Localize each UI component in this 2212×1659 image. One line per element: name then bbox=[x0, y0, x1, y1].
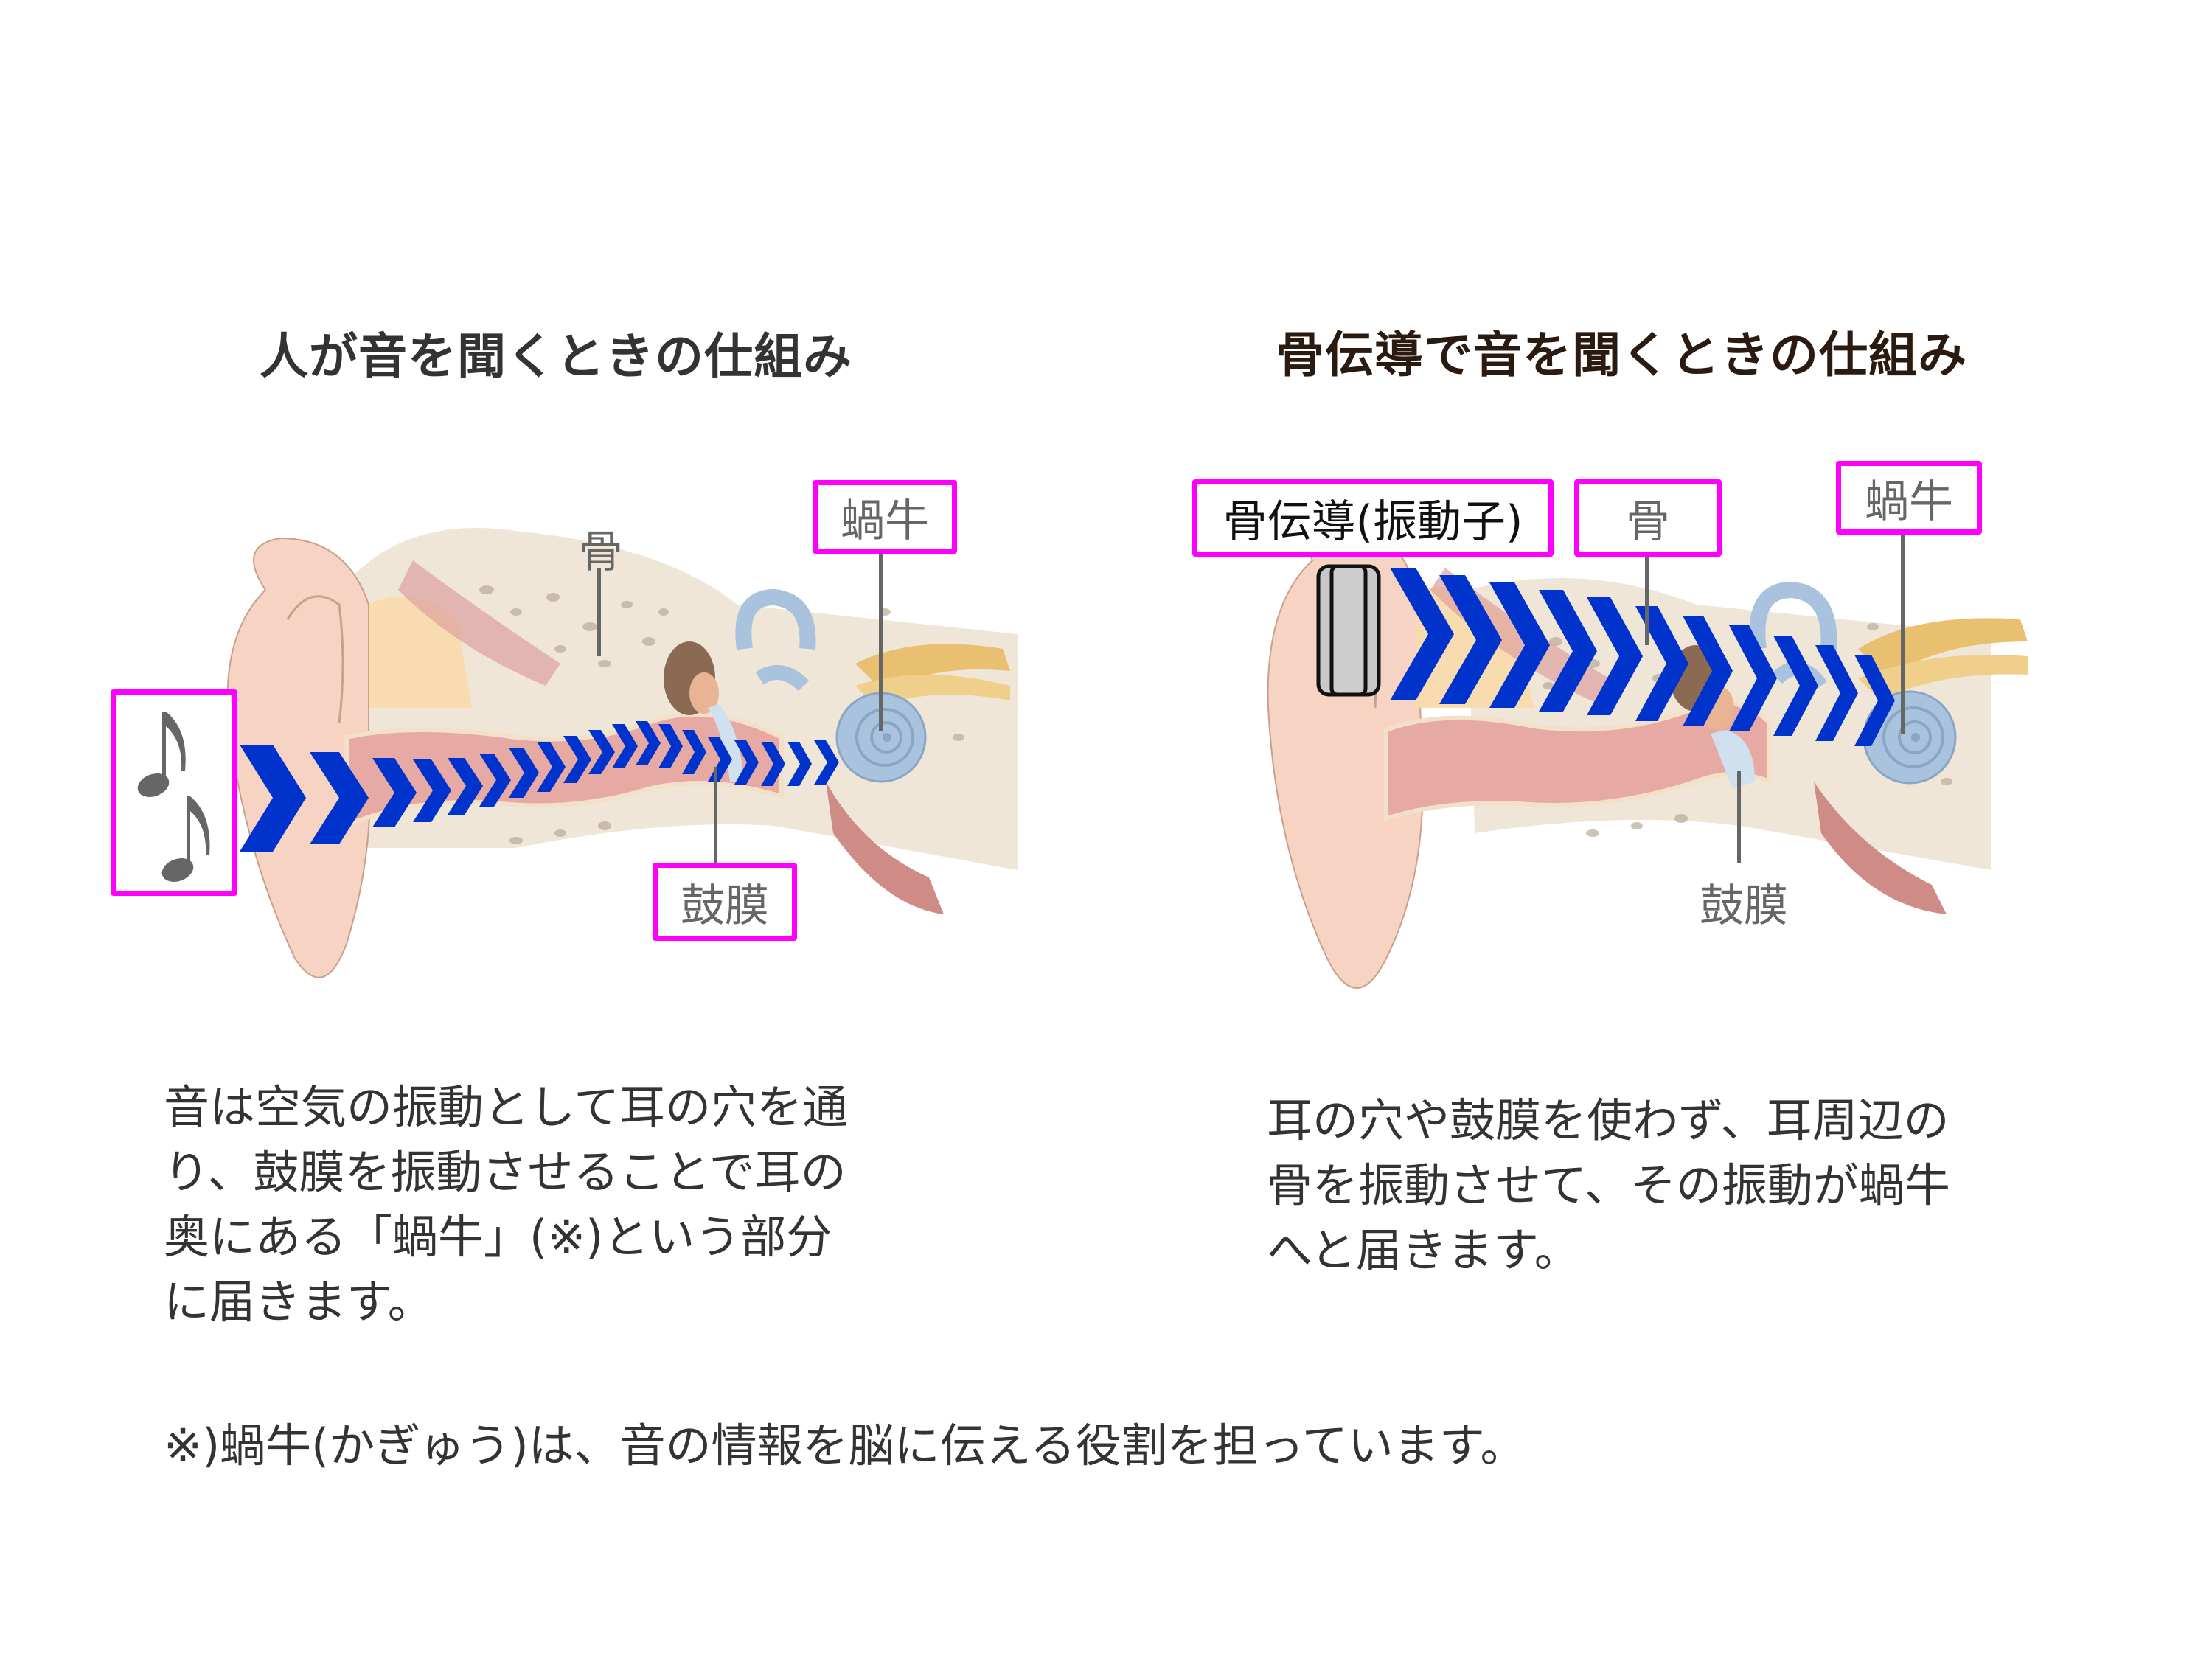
footnote: ※)蝸牛(かぎゅう)は、音の情報を脳に伝える役割を担っています。 bbox=[164, 1419, 1526, 1472]
chevron-right-icon bbox=[658, 724, 683, 768]
chevron-right-icon bbox=[1683, 616, 1733, 726]
left-panel-title: 人が音を聞くときの仕組み bbox=[260, 328, 852, 385]
left-cochlea-label: 蝸牛 bbox=[813, 480, 957, 554]
chevron-right-icon bbox=[1390, 568, 1454, 700]
left-bone-label: 骨 bbox=[579, 526, 623, 578]
right-cochlea-label: 蝸牛 bbox=[1836, 461, 1982, 535]
chevron-right-icon bbox=[1539, 590, 1597, 712]
chevron-right-icon bbox=[636, 721, 661, 765]
right-description: 耳の穴や鼓膜を使わず、耳周辺の 骨を振動させて、その振動が蝸牛 へと届きます。 bbox=[1267, 1093, 1950, 1277]
left-eardrum-leader-line bbox=[714, 767, 717, 863]
chevron-right-icon bbox=[588, 730, 615, 774]
chevron-right-icon bbox=[1489, 582, 1550, 708]
chevron-right-icon bbox=[1587, 597, 1643, 715]
music-note-icon bbox=[137, 712, 210, 882]
left-description: 音は空気の振動として耳の穴を通 り、鼓膜を振動させることで耳の 奥にある「蝸牛」… bbox=[164, 1080, 849, 1329]
chevron-right-icon bbox=[734, 740, 759, 785]
chevron-right-icon bbox=[240, 745, 306, 852]
right-eardrum-label: 鼓膜 bbox=[1700, 880, 1788, 932]
chevron-right-icon bbox=[814, 740, 839, 785]
chevron-right-icon bbox=[682, 730, 706, 774]
chevron-right-icon bbox=[1773, 636, 1818, 736]
ear-anatomy-illustration-bone bbox=[1267, 529, 2028, 989]
sound-wave-arrows bbox=[240, 721, 839, 852]
chevron-right-icon bbox=[1635, 606, 1688, 721]
chevron-right-icon bbox=[708, 737, 732, 782]
chevron-right-icon bbox=[413, 759, 451, 822]
left-eardrum-label: 鼓膜 bbox=[653, 863, 797, 941]
chevron-right-icon bbox=[1815, 645, 1858, 741]
right-cochlea-leader-line bbox=[1901, 535, 1905, 734]
right-eardrum-leader-line bbox=[1737, 771, 1741, 863]
chevron-right-icon bbox=[1854, 655, 1895, 746]
chevron-right-icon bbox=[372, 758, 417, 827]
chevron-right-icon bbox=[761, 742, 785, 786]
chevron-right-icon bbox=[509, 748, 539, 798]
bone-conduction-transducer-icon bbox=[1316, 564, 1381, 697]
sound-source-box: ♪♪ bbox=[111, 689, 237, 896]
left-cochlea-leader-line bbox=[879, 554, 883, 731]
chevron-right-icon bbox=[1439, 575, 1502, 704]
left-bone-leader-line bbox=[597, 568, 601, 656]
chevron-right-icon bbox=[310, 752, 369, 844]
right-bone-label: 骨 bbox=[1574, 479, 1722, 557]
right-panel-title: 骨伝導で音を聞くときの仕組み bbox=[1276, 327, 1967, 383]
bone-conduction-diagram: 骨伝導(振動子) 骨 蝸牛 鼓膜 bbox=[1192, 461, 2028, 989]
chevron-right-icon bbox=[1729, 625, 1777, 731]
chevron-right-icon bbox=[563, 736, 591, 783]
chevron-right-icon bbox=[448, 758, 483, 815]
right-bone-leader-line bbox=[1645, 557, 1649, 645]
chevron-right-icon bbox=[787, 742, 812, 786]
chevron-right-icon bbox=[537, 742, 566, 792]
chevron-right-icon bbox=[479, 754, 511, 807]
transducer-label: 骨伝導(振動子) bbox=[1192, 479, 1554, 557]
air-conduction-diagram: ♪♪ 骨 蝸牛 鼓膜 bbox=[0, 0, 1106, 1032]
chevron-right-icon bbox=[612, 724, 638, 768]
